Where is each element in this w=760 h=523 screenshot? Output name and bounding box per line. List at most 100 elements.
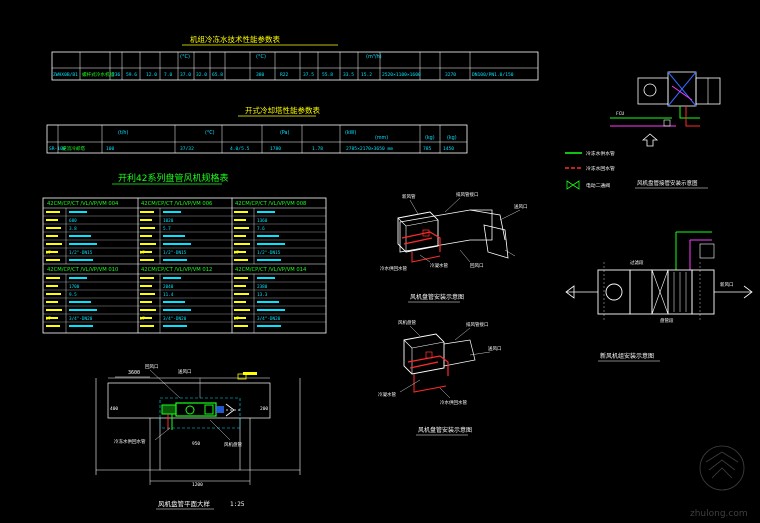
fresh-air-label: 过滤段 [630, 259, 644, 266]
fcu-plan-detail: 3600 1200 950 400 200 回风口 送风口 风机盘管 冷冻水供回… [95, 364, 301, 510]
table-cooling-tower-cell: 1.78 [312, 146, 323, 152]
unit-mini-label: FCU [616, 111, 624, 117]
fcu-value: 2040 [163, 284, 174, 290]
table-cooling-tower-head: (t/h) [118, 130, 128, 136]
legend-item-label: 电动二通阀 [586, 182, 610, 189]
plan-title: 风机盘管平面大样 [158, 499, 211, 508]
plan-dim-label: 3600 [128, 370, 140, 376]
install1-label: 冷水供回水管 [380, 265, 407, 272]
legend-caption: 风机盘管接管安装示意图 [637, 179, 698, 187]
install1-label: 冷凝水管 [430, 262, 448, 269]
fcu-model-head: 42CM/CP/CT /VL/VP/VM 006 [141, 201, 212, 207]
install2-label: 排风管接口 [466, 321, 489, 328]
legend-item-label: 冷冻水回水管 [586, 165, 615, 172]
table-cooling-tower: 开式冷却塔性能参数表 (t/h) (°C) (Pa) (kW) (mm) (kg… [46, 105, 468, 154]
fcu-value: 1/2"-DN15 [163, 250, 187, 256]
fcu-model-head: 42CM/CP/CT /VL/VP/VM 014 [235, 267, 307, 273]
table-cooling-tower-cell: 2785×2170×3650 mm [346, 146, 393, 152]
table-chiller-cell: DN100/PN1.0/150 [472, 72, 514, 78]
plan-note: 回风口 [145, 364, 159, 370]
table-cooling-tower-head: (kg) [425, 135, 435, 141]
fcu-value: 7.6 [257, 226, 265, 232]
unit-schematic: FCU [610, 71, 721, 147]
fcu-value: 3/4"-DN20 [257, 316, 281, 322]
table-cooling-tower-head: (kg) [447, 135, 457, 141]
plan-note: 送风口 [178, 368, 192, 375]
table-chiller-head: (m³/h) [366, 54, 382, 60]
table-chiller-cell: 螺杆式冷水机组 [82, 71, 115, 78]
fcu-value: 3/4"-DN20 [163, 316, 187, 322]
table-cooling-tower-cell: 逆流冷却塔 [62, 145, 85, 152]
table-cooling-tower-head: (kW) [345, 130, 356, 136]
table-chiller-head: (°C) [180, 54, 190, 60]
plan-scale: 1:25 [230, 501, 245, 508]
fcu-value: 1700 [69, 284, 80, 290]
install2-title: 风机盘管安装示意图 [418, 426, 472, 434]
fcu-value: 3/4"-DN20 [69, 316, 93, 322]
table-chiller-head: (°C) [256, 54, 266, 60]
table-cooling-tower-cell: 37/32 [180, 146, 194, 152]
table-chiller-cell: 15.2 [361, 72, 372, 78]
fcu-value: 1360 [257, 218, 268, 224]
table-cooling-tower-cell: 1780 [270, 146, 281, 152]
plan-dim-label: 1200 [192, 482, 203, 488]
table-cooling-tower-cell: 100 [106, 146, 115, 152]
fcu-value: 13.3 [257, 292, 268, 298]
watermark: zhulong.com [690, 445, 748, 519]
plan-note: 冷冻水供回水管 [114, 438, 146, 445]
table-cooling-tower-cell: SR-100 [49, 146, 66, 152]
fcu-value: WP [140, 250, 146, 256]
fcu-model-head: 42CM/CP/CT /VL/VP/VM 004 [47, 201, 119, 207]
install2-label: 送风口 [488, 345, 502, 352]
table-cooling-tower-head: (°C) [205, 130, 215, 136]
table-chiller-cell: 3270 [445, 72, 456, 78]
table-cooling-tower-head: (Pa) [280, 130, 289, 136]
table-chiller-cell: 12.0 [146, 72, 157, 78]
fcu-value: WP [234, 316, 240, 322]
install1-label: 排风管接口 [456, 191, 479, 198]
table-cooling-tower-title: 开式冷却塔性能参数表 [245, 105, 320, 115]
table-cooling-tower-cell: 1450 [443, 146, 454, 152]
table-cooling-tower-cell: 4.0/5.5 [230, 146, 250, 152]
table-cooling-tower-head: (mm) [375, 135, 388, 141]
fcu-model-head: 42CM/CP/CT /VL/VP/VM 008 [235, 201, 306, 207]
fresh-air-label: 盘管段 [660, 317, 674, 324]
table-chiller-cell: 7.0 [164, 72, 173, 78]
fcu-value: 1/2"-DN15 [69, 250, 93, 256]
table-fcu-spec: 开利42系列盘管风机规格表 42CM/CP/CT /VL/VP/VM 004 4… [42, 172, 327, 334]
fcu-value: 1020 [163, 218, 174, 224]
plan-dim-label: 200 [260, 406, 268, 412]
install1-title: 风机盘管安装示意图 [410, 293, 464, 301]
legend: 冷冻水供水管 冷冻水回水管 电动二通阀 风机盘管接管安装示意图 [565, 150, 708, 190]
fcu-model-head: 42CM/CP/CT /VL/VP/VM 010 [47, 267, 118, 273]
fcu-value: 2380 [257, 284, 268, 290]
table-chiller-cell: ZWHX0B/B1 [53, 72, 78, 78]
table-chiller-cell: 236 [112, 72, 121, 78]
table-chiller-cell: 2520×1100×1600 [382, 72, 421, 78]
install-diagram-1: 新风管 排风管接口 送风口 冷凝水管 回风口 冷水供回水管 风机盘管安装示意图 [380, 191, 528, 303]
table-chiller-cell: 65.8 [212, 72, 223, 78]
fcu-value: WP [234, 250, 240, 256]
fcu-value: 5.7 [163, 226, 171, 232]
table-chiller-cell: R22 [280, 72, 289, 78]
install2-label: 冷凝水管 [378, 391, 396, 398]
table-chiller-cell: 33.5 [343, 72, 354, 78]
fcu-value: 11.4 [163, 292, 174, 298]
table-cooling-tower-cell: 785 [423, 146, 432, 152]
install1-label: 送风口 [514, 203, 528, 210]
table-chiller: 机组冷冻水技术性能参数表 (°C) (°C) (m³/h) ZWHX0B/B1 … [51, 34, 539, 81]
legend-item-label: 冷冻水供水管 [586, 150, 615, 157]
fcu-model-head: 42CM/CP/CT /VL/VP/VM 012 [141, 267, 212, 273]
table-chiller-title: 机组冷冻水技术性能参数表 [190, 34, 280, 44]
plan-dim-label: 400 [110, 406, 118, 412]
table-chiller-cell: 380 [256, 72, 265, 78]
fcu-value: WP [140, 316, 146, 322]
install1-label: 回风口 [470, 263, 484, 269]
fcu-value: 680 [69, 218, 77, 224]
table-chiller-cell: 32.0 [196, 72, 207, 78]
watermark-text: zhulong.com [690, 509, 748, 519]
install2-label: 冷水供回水管 [440, 399, 467, 406]
fcu-value: WP [46, 316, 52, 322]
fresh-air-title: 新风机组安装示意图 [600, 352, 654, 360]
